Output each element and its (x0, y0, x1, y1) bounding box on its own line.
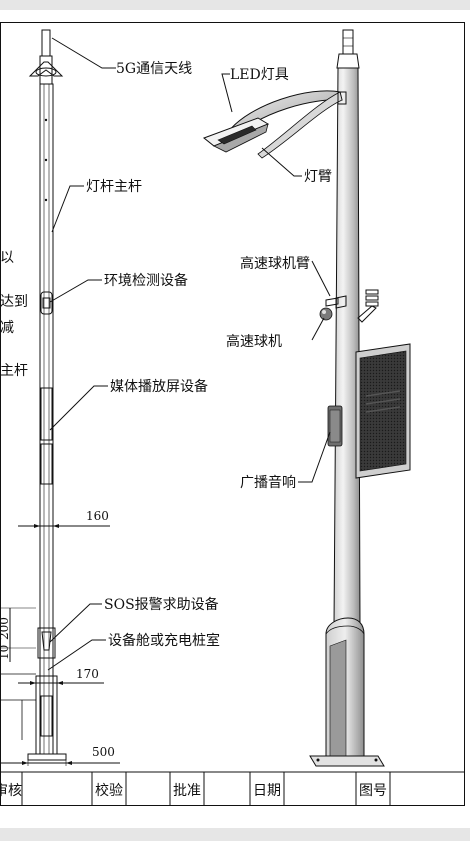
leader-led-lamp (221, 73, 233, 113)
sheet-border (0, 22, 465, 806)
leader-main-pole (51, 185, 84, 233)
left-env-monitor-window (42, 297, 51, 309)
right-base-plate (309, 755, 385, 767)
label-media-screen: 媒体播放屏设备 (110, 378, 208, 395)
base-side-shade (329, 639, 347, 757)
left-sos-panel (41, 631, 52, 651)
screen-text-line (365, 398, 401, 405)
left-media-screen (40, 387, 53, 441)
leader-speaker (298, 431, 331, 483)
leader-dome-camera (311, 317, 325, 341)
dome-camera (319, 307, 333, 321)
label-lamp-arm: 灯臂 (304, 169, 332, 185)
dimension-160: 160 (86, 509, 109, 523)
label-5g-antenna: 5G通信天线 (116, 61, 192, 77)
bolt-dot (44, 198, 48, 202)
text-fragment-jian: 减 (0, 320, 14, 336)
title-block-review: 审核 (0, 783, 22, 799)
left-leaders (47, 37, 116, 671)
label-led-lamp: LED灯具 (230, 67, 289, 83)
right-3d-pole-view (202, 29, 411, 767)
dimension-200: 200 (0, 617, 11, 640)
screen-text-line (365, 406, 401, 413)
led-lamp-panel (217, 125, 257, 145)
title-block-approve: 批准 (173, 783, 201, 799)
left-cabin-door (40, 695, 53, 737)
label-sos-device: SOS报警求助设备 (104, 596, 219, 613)
text-fragment-zhugan: 主杆 (0, 363, 28, 379)
left-env-monitor (40, 291, 53, 315)
leader-env-monitor (49, 279, 102, 303)
leader-lamp-arm (261, 147, 302, 177)
leader-camera-arm (311, 260, 331, 297)
screen-text-line (365, 390, 401, 397)
left-vertical-dimension: 200 10 (0, 607, 36, 662)
base-top-edge (325, 625, 365, 635)
right-leaders (221, 73, 331, 483)
dimension-170: 170 (76, 667, 99, 681)
leader-sos (49, 603, 102, 643)
right-pole-shaft (333, 67, 361, 627)
label-equipment-cabin: 设备舱或充电桩室 (108, 632, 220, 649)
label-main-pole: 灯杆主杆 (86, 179, 142, 195)
antenna-ring (35, 67, 57, 77)
text-fragment-dadao: 达到 (0, 294, 28, 310)
pole-top-block (336, 53, 360, 69)
dimension-500: 500 (92, 745, 115, 759)
title-block-drawing-no: 图号 (359, 783, 387, 799)
label-env-monitor: 环境检测设备 (104, 272, 188, 289)
label-dome-camera-arm: 高速球机臂 (240, 255, 310, 272)
bolt-dot (44, 118, 48, 122)
anchor-bolt (374, 758, 378, 762)
dimension-arrows (34, 524, 59, 528)
title-block-check: 校验 (95, 782, 123, 799)
title-block-date: 日期 (253, 783, 281, 799)
arm-bracket (337, 91, 347, 105)
lamp-arm-lower (257, 91, 343, 159)
title-block (0, 771, 465, 806)
media-screen-display (359, 350, 407, 472)
env-sensor-disc (365, 289, 379, 295)
dimension-170-group: 170 (18, 667, 104, 685)
leader-5g-antenna (51, 37, 116, 69)
left-sos-device (37, 627, 56, 659)
dome-camera-arm (325, 297, 339, 307)
bolt-dot (44, 158, 48, 162)
env-sensor-disc (365, 295, 379, 301)
label-broadcast-speaker: 广播音响 (240, 474, 296, 491)
speaker-grille (329, 409, 341, 443)
leader-equipment-cabin (47, 639, 106, 671)
dimension-160-group: 160 (18, 509, 110, 532)
dimension-10: 10 (0, 645, 11, 660)
text-fragment-yi: 以 (0, 250, 14, 266)
env-sensor-arm (357, 305, 377, 323)
left-media-screen-lower (40, 443, 53, 485)
dimension-500-group: 500 (0, 745, 120, 766)
left-elevation-view (0, 29, 67, 761)
label-dome-camera: 高速球机 (226, 333, 282, 350)
anchor-bolt (316, 758, 320, 762)
dome-camera-lens (322, 310, 326, 314)
leader-media-screen (49, 385, 108, 431)
